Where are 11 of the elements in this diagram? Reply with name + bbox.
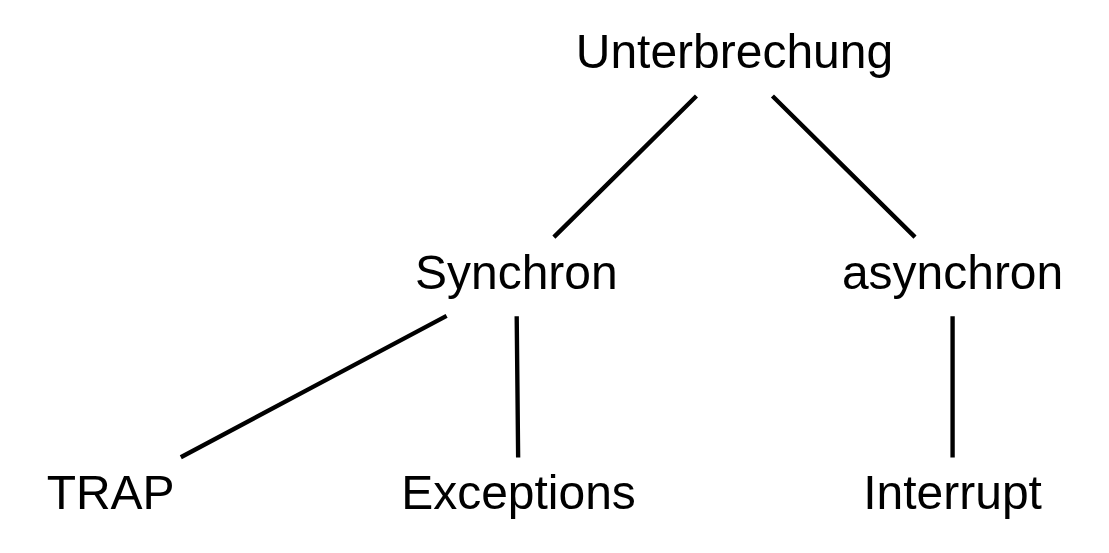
connector — [179, 313, 448, 460]
connector — [552, 94, 698, 239]
node-text: Unterbrechung — [575, 25, 894, 79]
connector — [770, 94, 917, 239]
connector — [950, 316, 955, 458]
node-text: Exceptions — [401, 466, 636, 520]
connector — [514, 316, 521, 458]
node-text: asynchron — [841, 245, 1064, 299]
node-text: Synchron — [415, 245, 618, 299]
node-text: Interrupt — [863, 466, 1042, 520]
node-text: TRAP — [46, 466, 175, 520]
